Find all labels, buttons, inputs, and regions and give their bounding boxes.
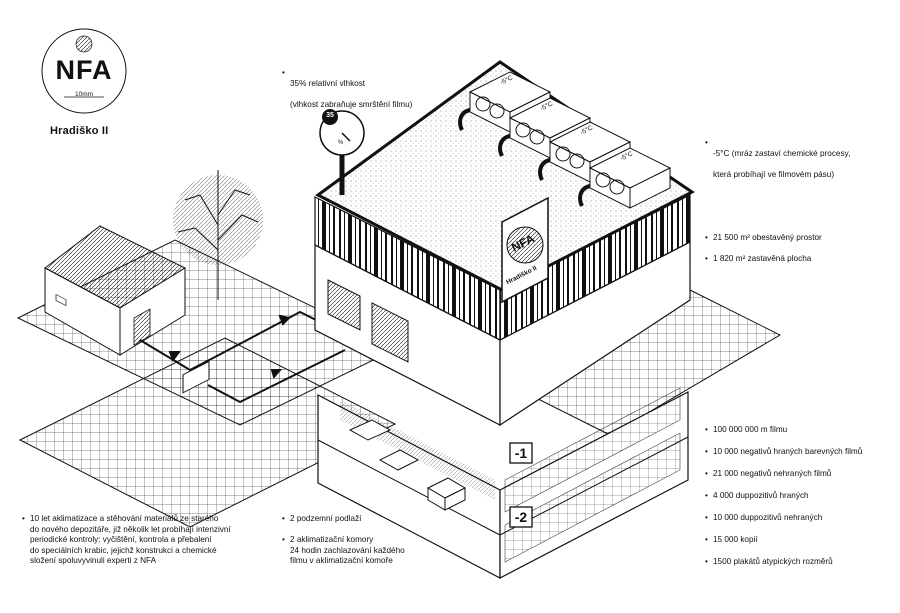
nfa-logo [41, 28, 127, 114]
floor-label-minus-2: -2 [514, 509, 528, 525]
area-stat-built-volume: 21 500 m² obestavěný prostor [705, 233, 822, 244]
humidity-line-2: (vlhkost zabraňuje smrštění filmu) [290, 99, 413, 109]
tree [173, 170, 263, 300]
collection-stat-posters: 1500 plakátů atypických rozměrů [705, 557, 833, 568]
collection-stat-film-meters: 100 000 000 m filmu [705, 425, 787, 436]
collection-stat-copies: 15 000 kopií [705, 535, 758, 546]
humidity-line-1: 35% relativní vlhkost [290, 78, 366, 88]
basement-note: 2 podzemní podlaží [282, 514, 362, 525]
gauge-unit: % [338, 140, 344, 146]
site-name: Hradiško II [50, 125, 109, 137]
collection-stat-nonfiction-negatives: 21 000 negativů nehraných filmů [705, 469, 831, 480]
collection-stat-nonfiction-dupositives: 10 000 duppozitivů nehraných [705, 513, 822, 524]
cooling-units [458, 71, 672, 209]
collection-stat-color-negatives: 10 000 negativů hraných barevných filmů [705, 447, 862, 458]
hygrometer [319, 109, 365, 195]
gauge-value: 35 [326, 112, 334, 119]
roof-sign [501, 196, 549, 304]
ground-floor [314, 241, 691, 427]
temperature-line-1: -5°C (mráz zastaví chemické procesy, [713, 148, 851, 158]
logo-scale: 10mm [74, 91, 94, 98]
area-stat-built-area: 1 820 m² zastavěná plocha [705, 254, 811, 265]
old-depository [44, 225, 187, 356]
temperature-note: -5°C (mráz zastaví chemické procesy, kte… [705, 138, 851, 180]
new-depository [317, 387, 689, 579]
striped-facade [314, 194, 691, 341]
logo-text: NFA [55, 55, 113, 85]
chamber-note: 2 aklimatizační komory 24 hodin zachlazo… [282, 535, 405, 567]
roof [315, 60, 695, 292]
history-note: 10 let aklimatizace a stěhování materiál… [22, 514, 231, 567]
temperature-line-2: která probíhají ve filmovém pásu) [713, 169, 835, 179]
collection-stat-fiction-dupositives: 4 000 duppozitivů hraných [705, 491, 809, 502]
floor-label-minus-1: -1 [514, 445, 528, 461]
humidity-note: 35% relativní vlhkost (vlhkost zabraňuje… [282, 68, 413, 110]
